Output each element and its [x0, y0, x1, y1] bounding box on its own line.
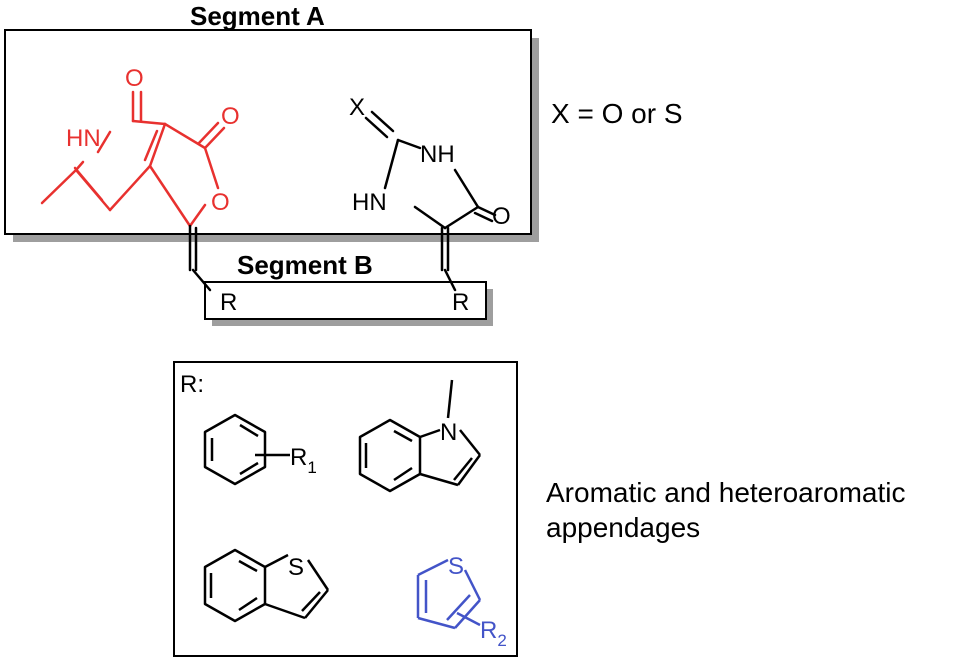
label-nh: NH: [420, 141, 455, 168]
label-o-top1: O: [125, 65, 144, 92]
left-exocyclic-bond: [188, 224, 212, 292]
label-o-top2: O: [221, 103, 240, 130]
label-o-ring: O: [211, 189, 230, 216]
x-definition: X = O or S: [551, 98, 683, 129]
segment-b-r-right: R: [452, 289, 469, 316]
label-hn-black: HN: [352, 189, 387, 216]
r-box-title: R:: [180, 371, 204, 398]
thiophene-r2-label: R2: [480, 617, 507, 650]
caption-line-1: Aromatic and heteroaromatic: [546, 477, 906, 508]
segment-a-title: Segment A: [190, 1, 325, 31]
thiophene-s-label: S: [448, 553, 464, 580]
phenyl-r1-label: R1: [290, 444, 317, 477]
caption-line-2: appendages: [546, 512, 700, 543]
segment-b-title: Segment B: [237, 250, 373, 280]
hydantoin-core: [364, 110, 497, 292]
benzothiophene-ring: [203, 548, 330, 623]
indole-ring: [358, 379, 482, 493]
benzothiophene-s-label: S: [288, 554, 304, 581]
label-o-right: O: [492, 203, 511, 230]
phenyl-ring: [203, 413, 290, 486]
segment-b-r-left: R: [220, 289, 237, 316]
indole-n-label: N: [440, 419, 457, 446]
segment-a-box: [4, 29, 539, 242]
segment-b-box: [204, 281, 493, 326]
thiophene-ring: [416, 558, 482, 630]
r-substituent-box: [173, 361, 518, 657]
furopyridine-core: [40, 90, 226, 228]
label-x: X: [349, 94, 365, 121]
label-hn-red: HN: [66, 125, 101, 152]
